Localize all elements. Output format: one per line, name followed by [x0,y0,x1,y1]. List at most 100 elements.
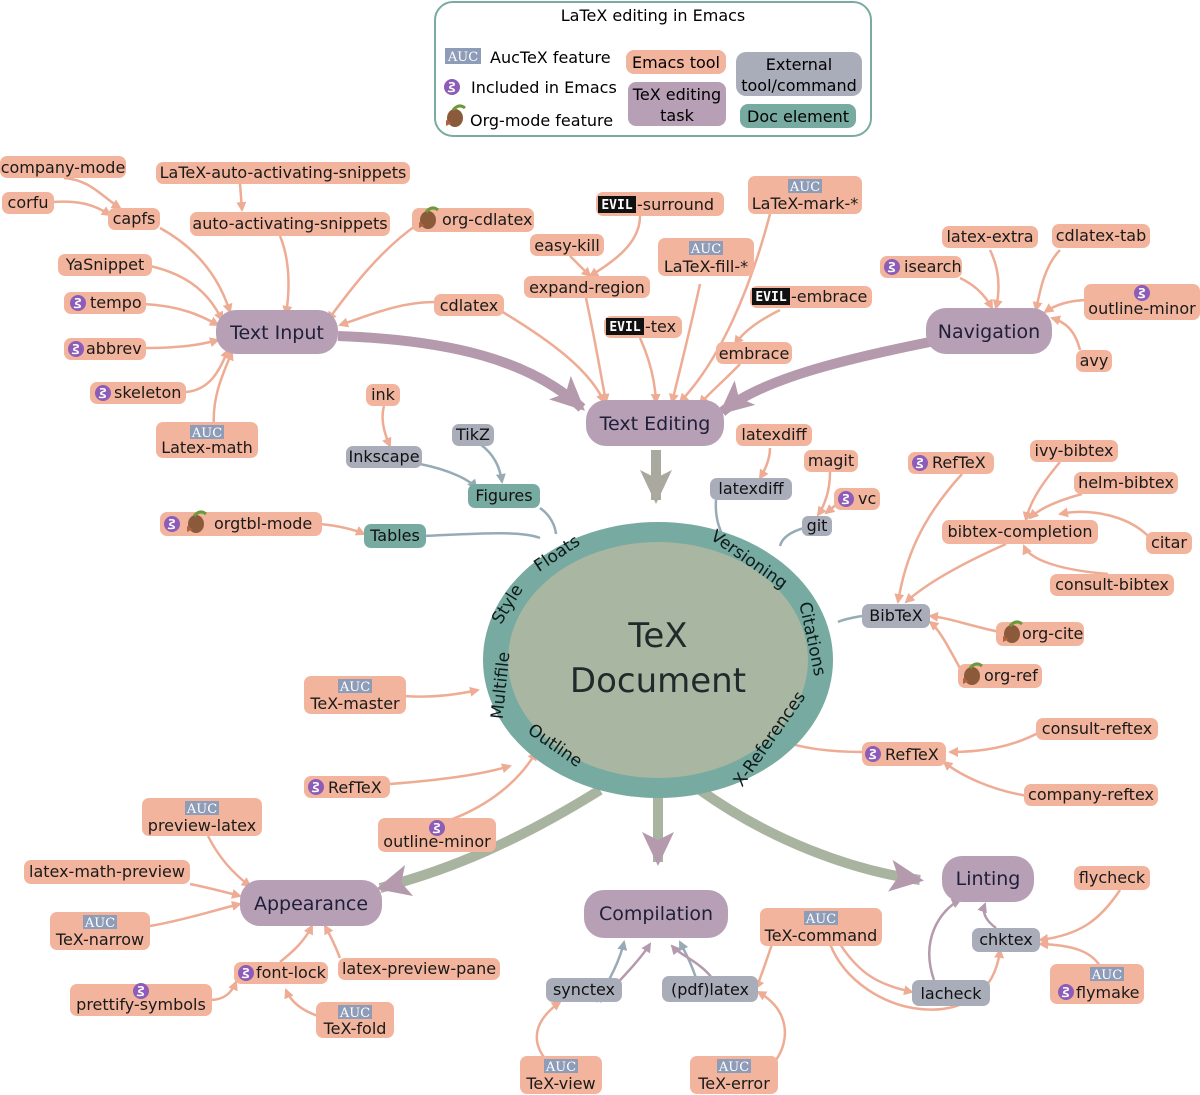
external-synctex[interactable]: synctex [546,978,622,1002]
svg-text:Inkscape: Inkscape [348,447,419,466]
task-appearance[interactable]: Appearance [240,880,382,926]
tool-reftex-xref[interactable]: RefTeX [862,742,946,766]
tex-document[interactable]: TeX Document [483,522,833,798]
tool-vc[interactable]: vc [834,488,880,510]
tool-latex-math-preview[interactable]: latex-math-preview [24,860,190,884]
tool-skeleton[interactable]: skeleton [90,382,186,404]
task-navigation[interactable]: Navigation [926,308,1052,354]
tool-magit[interactable]: magit [804,450,858,472]
svg-text:flycheck: flycheck [1079,868,1146,887]
tool-isearch[interactable]: isearch [880,256,962,278]
tool-ivy-bibtex[interactable]: ivy-bibtex [1030,440,1118,462]
svg-text:TeX-error: TeX-error [697,1074,770,1093]
svg-text:expand-region: expand-region [529,278,645,297]
tool-embrace[interactable]: embrace [716,342,792,364]
svg-text:easy-kill: easy-kill [534,236,600,255]
external-lacheck[interactable]: lacheck [912,980,990,1006]
svg-text:tempo: tempo [90,293,142,312]
svg-text:consult-bibtex: consult-bibtex [1055,575,1169,594]
tool-ink[interactable]: ink [366,384,400,406]
external-chktex[interactable]: chktex [972,928,1040,952]
svg-text:git: git [807,516,828,535]
svg-text:org-cite: org-cite [1022,624,1083,643]
tool-latex-auto-activating-snippets[interactable]: LaTeX-auto-activating-snippets [156,162,410,184]
tool-consult-bibtex[interactable]: consult-bibtex [1050,574,1174,596]
legend-external-2: tool/command [741,76,857,95]
external-git[interactable]: git [802,516,832,536]
external-pdflatex[interactable]: (pdf)latex [662,976,758,1002]
svg-text:RefTeX: RefTeX [328,778,382,797]
tool-avy[interactable]: avy [1076,350,1112,372]
tool-evil-embrace[interactable]: EVIL-embrace [750,286,872,308]
legend-auctex-feature: AucTeX feature [490,48,611,67]
tool-yasnippet[interactable]: YaSnippet [58,254,152,276]
emacs-icon [69,294,87,312]
tool-orgtbl-mode[interactable]: orgtbl-mode [160,510,322,536]
tool-cdlatex-tab[interactable]: cdlatex-tab [1052,224,1150,248]
tool-evil-tex[interactable]: EVIL-tex [604,316,682,338]
tool-reftex-outline[interactable]: RefTeX [304,776,390,798]
legend-org-mode-feature: Org-mode feature [470,111,613,130]
tool-company-reftex[interactable]: company-reftex [1024,784,1158,806]
svg-text:EVIL: EVIL [755,290,786,305]
tool-corfu[interactable]: corfu [2,192,54,214]
auc-badge-icon [717,1059,751,1073]
tool-consult-reftex[interactable]: consult-reftex [1036,718,1158,740]
tool-expand-region[interactable]: expand-region [524,276,650,298]
tool-prettify-symbols[interactable]: prettify-symbols [70,982,212,1016]
tool-latex-preview-pane[interactable]: latex-preview-pane [338,958,500,980]
tool-abbrev[interactable]: abbrev [64,338,146,360]
task-text-input[interactable]: Text Input [216,310,338,354]
tool-org-cite[interactable]: org-cite [996,620,1084,646]
tool-bibtex-completion[interactable]: bibtex-completion [942,520,1098,544]
auc-badge-icon [544,1059,578,1073]
svg-text:cdlatex: cdlatex [440,296,499,315]
svg-text:Linting: Linting [956,868,1021,890]
svg-text:font-lock: font-lock [256,963,327,982]
tool-auto-activating-snippets[interactable]: auto-activating-snippets [190,212,390,236]
tool-latex-extra[interactable]: latex-extra [942,226,1038,248]
task-linting[interactable]: Linting [942,856,1034,902]
svg-text:lacheck: lacheck [920,984,982,1003]
tool-capfs[interactable]: capfs [108,208,160,230]
emacs-icon [837,490,855,508]
tool-cdlatex[interactable]: cdlatex [434,294,504,316]
tool-outline-minor-nav[interactable]: outline-minor [1084,284,1200,320]
doc-figures[interactable]: Figures [468,484,540,508]
tool-org-cdlatex[interactable]: org-cdlatex [412,206,534,232]
doc-tables[interactable]: Tables [364,524,426,548]
tool-connectors [51,176,1153,1061]
tool-tempo[interactable]: tempo [64,292,146,314]
task-compilation[interactable]: Compilation [584,890,728,938]
external-inkscape[interactable]: Inkscape [346,446,422,468]
tool-font-lock[interactable]: font-lock [234,962,328,984]
tool-company-mode[interactable]: company-mode [0,156,126,178]
external-latexdiff[interactable]: latexdiff [710,478,792,500]
tool-org-ref[interactable]: org-ref [958,662,1042,688]
tool-flycheck[interactable]: flycheck [1074,866,1150,890]
tool-helm-bibtex[interactable]: helm-bibtex [1074,472,1178,494]
tool-outline-minor-outline[interactable]: outline-minor [378,818,496,852]
tool-easy-kill[interactable]: easy-kill [530,234,604,256]
tool-citar[interactable]: citar [1146,532,1192,554]
svg-text:org-cdlatex: org-cdlatex [442,210,533,229]
external-tikz[interactable]: TikZ [452,424,494,446]
external-bibtex[interactable]: BibTeX [862,604,930,628]
tool-reftex-citations[interactable]: RefTeX [908,452,994,474]
task-text-editing[interactable]: Text Editing [586,400,724,446]
tool-evil-surround[interactable]: EVIL-surround [596,192,724,216]
tool-latexdiff[interactable]: latexdiff [736,424,812,446]
